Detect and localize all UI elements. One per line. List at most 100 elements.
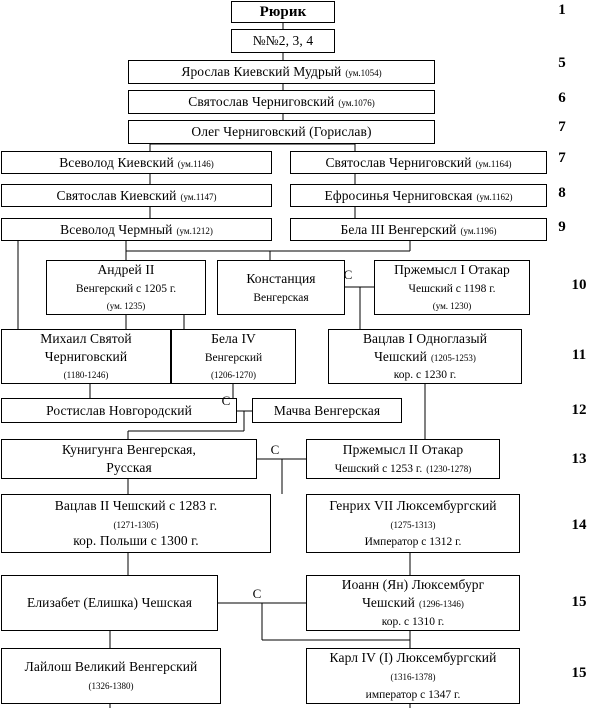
generation-number: 11 [571, 347, 587, 363]
person-dates: (ум.1146) [177, 158, 214, 169]
person-text: (ум. 1235) [106, 301, 146, 312]
person-line: Венгерский с 1205 г. [76, 279, 176, 297]
person-text: (1275-1313) [390, 519, 436, 530]
person-line: Русская [106, 459, 152, 477]
person-line: (ум. 1235) [107, 296, 146, 314]
person-line: Ростислав Новгородский [46, 402, 192, 420]
person-text: Черниговский [44, 348, 128, 364]
person-box-vsevolod-ch: Всеволод Чермный(ум.1212) [1, 218, 272, 241]
person-line: Пржемысл II Отакар [343, 441, 463, 459]
person-line: Иоанн (Ян) Люксембург [342, 576, 485, 594]
person-box-yaroslav: Ярослав Киевский Мудрый(ум.1054) [128, 60, 435, 84]
person-box-bela3: Бела III Венгерский(ум.1196) [290, 218, 547, 241]
marriage-mark: С [270, 442, 280, 457]
person-line: кор. Польши с 1300 г. [73, 532, 199, 550]
person-text: (ум. 1230) [432, 301, 472, 312]
person-text: Михаил Святой [40, 330, 132, 346]
person-box-machva: Мачва Венгерская [252, 398, 402, 423]
person-line: Ефросинья Черниговская(ум.1162) [325, 187, 513, 205]
person-dates: (ум.1164) [475, 158, 512, 169]
person-text: Генрих VII Люксембургский [329, 497, 497, 513]
person-text: Ярослав Киевский Мудрый [181, 64, 342, 80]
generation-number: 7 [558, 150, 566, 166]
person-box-elizabet: Елизабет (Елишка) Чешская [1, 575, 218, 631]
person-line: (1180-1246) [64, 365, 109, 383]
person-line: Олег Черниговский (Горислав) [191, 123, 371, 141]
generation-number: 6 [558, 90, 566, 106]
person-text: Вацлав II Чешский с 1283 г. [54, 497, 218, 513]
person-text: Констанция [246, 270, 316, 286]
person-dates: (1230-1278) [426, 464, 472, 474]
person-text: Святослав Черниговский [188, 94, 335, 110]
generation-number: 13 [571, 451, 587, 467]
person-text: №№2, 3, 4 [252, 33, 314, 49]
person-line: Кунигунга Венгерская, [62, 441, 196, 459]
person-line: Карл IV (I) Люксембургский [330, 649, 497, 667]
person-box-laylosh: Лайлош Великий Венгерский (1326-1380) [1, 648, 221, 704]
person-text: Вацлав I Одноглазый [362, 330, 488, 346]
person-line: Лайлош Великий Венгерский [25, 658, 198, 676]
person-text: Святослав Киевский [56, 187, 177, 203]
person-text: Иоанн (Ян) Люксембург [341, 577, 485, 593]
person-text: (1316-1378) [390, 672, 436, 683]
person-line: (1206-1270) [211, 365, 256, 383]
person-text: Рюрик [259, 4, 307, 21]
person-box-kunigunda: Кунигунга Венгерская, Русская [1, 439, 257, 479]
person-line: (ум. 1230) [433, 296, 472, 314]
person-line: Михаил Святой [40, 330, 132, 348]
person-line: Святослав Киевский(ум.1147) [56, 187, 216, 205]
person-text: Венгерская [253, 291, 309, 304]
person-line: (1271-1305) [114, 515, 159, 533]
person-line: Пржемысл I Отакар [394, 261, 510, 279]
person-box-andrey2: Андрей II Венгерский с 1205 г. (ум. 1235) [46, 260, 206, 315]
person-text: (1326-1380) [88, 681, 134, 691]
person-text: Бела III Венгерский [340, 221, 457, 237]
person-dates: (1205-1253) [430, 352, 476, 363]
person-text: (1206-1270) [211, 370, 256, 381]
person-text: Елизабет (Елишка) Чешская [26, 595, 192, 611]
person-box-oleg: Олег Черниговский (Горислав) [128, 120, 435, 144]
person-line: Император с 1312 г. [365, 532, 462, 550]
person-box-vaclav2: Вацлав II Чешский с 1283 г. (1271-1305)ко… [1, 494, 271, 553]
person-line: (1326-1380) [89, 676, 134, 694]
person-text: Бела IV [211, 330, 256, 346]
person-dates: (ум.1147) [180, 191, 217, 202]
person-box-vsevolod-k: Всеволод Киевский(ум.1146) [1, 151, 272, 174]
person-line: Андрей II [97, 261, 154, 279]
person-line: Вацлав II Чешский с 1283 г. [55, 497, 217, 515]
marriage-mark: С [221, 393, 231, 408]
person-text: император с 1347 г. [365, 688, 461, 701]
generation-number: 12 [571, 402, 587, 418]
marriage-mark: С [252, 586, 262, 601]
person-text: Император с 1312 г. [364, 536, 462, 549]
person-text: Олег Черниговский (Горислав) [191, 124, 372, 140]
person-dates: (ум.1196) [460, 225, 497, 236]
person-text: Русская [106, 460, 152, 475]
person-text: кор. с 1230 г. [393, 369, 457, 382]
generation-number: 9 [558, 219, 566, 235]
person-text: Ростислав Новгородский [46, 402, 192, 418]
person-box-rostislav: Ростислав Новгородский [1, 398, 237, 423]
person-text: Всеволод Киевский [59, 154, 174, 170]
generation-number: 7 [558, 119, 566, 135]
person-line: Святослав Черниговский(ум.1164) [325, 154, 511, 172]
person-line: Констанция [246, 270, 315, 288]
generation-number: 15 [571, 594, 587, 610]
person-text: Чешский с 1253 г. [334, 463, 423, 475]
person-line: Всеволод Киевский(ум.1146) [59, 154, 214, 172]
person-box-svyatoslav-ch2: Святослав Черниговский(ум.1164) [290, 151, 547, 174]
person-line: Мачва Венгерская [274, 402, 380, 420]
generation-number: 5 [558, 55, 566, 71]
person-text: Андрей II [97, 261, 155, 277]
person-text: Кунигунга Венгерская, [62, 442, 196, 458]
person-dates: (1296-1346) [418, 599, 464, 610]
person-line: Генрих VII Люксембургский [329, 497, 496, 515]
person-line: (1316-1378) [391, 667, 436, 685]
person-text: (1180-1246) [63, 370, 109, 381]
